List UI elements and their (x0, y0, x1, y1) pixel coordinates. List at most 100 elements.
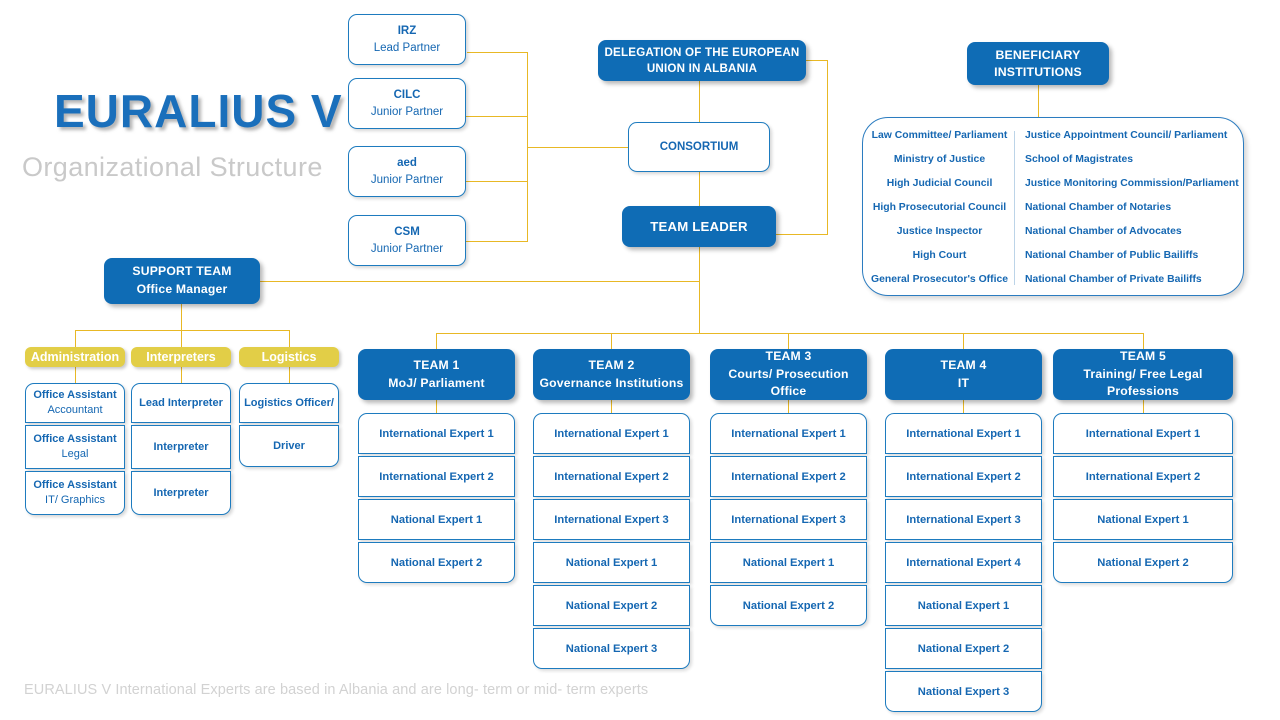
team-leader-box[interactable]: TEAM LEADER (622, 206, 776, 247)
beneficiary-institutions-header[interactable]: BENEFICIARY INSTITUTIONS (967, 42, 1109, 85)
team-header-1[interactable]: TEAM 1 MoJ/ Parliament (358, 349, 515, 400)
support-member[interactable]: Lead Interpreter (131, 383, 231, 423)
partner-box-csm[interactable]: CSM Junior Partner (348, 215, 466, 266)
team-member-row[interactable]: International Expert 3 (533, 499, 690, 540)
connector-team-bus (436, 333, 1143, 334)
connector-team-drop-4 (963, 333, 964, 349)
team-member-row[interactable]: National Expert 2 (1053, 542, 1233, 583)
member-line-1: Driver (273, 439, 305, 452)
team-member-row[interactable]: National Expert 3 (885, 671, 1042, 712)
beneficiary-item: High Prosecutorial Council (872, 201, 1007, 213)
team-member-row[interactable]: National Expert 2 (358, 542, 515, 583)
partner-role: Junior Partner (370, 242, 444, 255)
team-member-row[interactable]: National Expert 1 (710, 542, 867, 583)
support-member[interactable]: Office Assistant Legal (25, 425, 125, 469)
support-group-logistics-tag[interactable]: Logistics (239, 347, 339, 367)
support-group-administration-list: Office Assistant Accountant Office Assis… (25, 383, 125, 515)
team-member-row[interactable]: National Expert 1 (533, 542, 690, 583)
connector-leader-right (776, 234, 828, 235)
team-member-row[interactable]: International Expert 4 (885, 542, 1042, 583)
team-members-1: International Expert 1 International Exp… (358, 413, 515, 583)
connector-team-drop-1 (436, 333, 437, 349)
team-member-row[interactable]: International Expert 2 (710, 456, 867, 497)
support-group-interpreters-tag[interactable]: Interpreters (131, 347, 231, 367)
support-member[interactable]: Interpreter (131, 425, 231, 469)
support-team-line-2: Office Manager (136, 282, 228, 296)
support-member[interactable]: Office Assistant Accountant (25, 383, 125, 423)
support-member[interactable]: Logistics Officer/ (239, 383, 339, 423)
beneficiary-item: National Chamber of Notaries (1025, 201, 1172, 213)
beneficiary-institutions-panel: Law Committee/ Parliament Ministry of Ju… (862, 117, 1244, 296)
team-member-row[interactable]: National Expert 1 (1053, 499, 1233, 540)
support-group-logistics-list: Logistics Officer/ Driver (239, 383, 339, 467)
team-member-row[interactable]: National Expert 2 (533, 585, 690, 626)
team-member-row[interactable]: National Expert 1 (358, 499, 515, 540)
support-member[interactable]: Office Assistant IT/ Graphics (25, 471, 125, 515)
team-member-row[interactable]: International Expert 2 (358, 456, 515, 497)
team-members-3: International Expert 1 International Exp… (710, 413, 867, 626)
team-member-row[interactable]: International Expert 1 (885, 413, 1042, 454)
page-subtitle: Organizational Structure (22, 152, 323, 182)
team-header-5[interactable]: TEAM 5 Training/ Free Legal Professions (1053, 349, 1233, 400)
team-members-2: International Expert 1 International Exp… (533, 413, 690, 669)
connector-consortium-to-leader (699, 172, 700, 206)
beneficiary-item: High Court (912, 249, 967, 261)
connector-team-drop-5 (1143, 333, 1144, 349)
beneficiary-right-column: Justice Appointment Council/ Parliament … (1015, 130, 1239, 285)
connector-team-drop-2 (611, 333, 612, 349)
connector-admin-to-members (75, 367, 76, 383)
connector-support-to-leader (260, 281, 700, 282)
support-group-administration-tag[interactable]: Administration (25, 347, 125, 367)
team-title-line-2: MoJ/ Parliament (388, 375, 485, 390)
beneficiary-item: General Prosecutor's Office (871, 273, 1009, 285)
partner-role: Junior Partner (370, 173, 444, 186)
team-member-row[interactable]: International Expert 2 (1053, 456, 1233, 497)
team-member-row[interactable]: International Expert 1 (710, 413, 867, 454)
team-title-line-1: TEAM 2 (588, 357, 635, 372)
beneficiary-item: National Chamber of Private Bailiffs (1025, 273, 1202, 285)
connector-partner-cilc (465, 116, 528, 117)
partner-box-irz[interactable]: IRZ Lead Partner (348, 14, 466, 65)
member-line-2: Legal (61, 448, 89, 460)
team-member-row[interactable]: National Expert 2 (710, 585, 867, 626)
member-line-2: Accountant (47, 404, 103, 416)
team-header-4[interactable]: TEAM 4 IT (885, 349, 1042, 400)
member-line-1: Lead Interpreter (139, 396, 223, 409)
beneficiary-line-1: BENEFICIARY (995, 47, 1081, 62)
team-member-row[interactable]: International Expert 2 (885, 456, 1042, 497)
partner-name: CILC (393, 88, 421, 101)
support-member[interactable]: Driver (239, 425, 339, 467)
consortium-label: CONSORTIUM (659, 141, 739, 153)
partner-box-aed[interactable]: aed Junior Partner (348, 146, 466, 197)
team-header-3[interactable]: TEAM 3 Courts/ Prosecution Office (710, 349, 867, 400)
team-member-row[interactable]: International Expert 3 (710, 499, 867, 540)
delegation-eu-albania-box[interactable]: DELEGATION OF THE EUROPEAN UNION IN ALBA… (598, 40, 806, 81)
member-line-1: Office Assistant (33, 479, 117, 492)
team-member-row[interactable]: National Expert 3 (533, 628, 690, 669)
beneficiary-item: School of Magistrates (1025, 153, 1133, 165)
team-member-row[interactable]: International Expert 3 (885, 499, 1042, 540)
team-member-row[interactable]: International Expert 1 (1053, 413, 1233, 454)
team-member-row[interactable]: National Expert 1 (885, 585, 1042, 626)
member-line-2: IT/ Graphics (45, 494, 105, 506)
connector-support-down (181, 304, 182, 330)
team-title-line-1: TEAM 4 (940, 357, 987, 372)
support-member[interactable]: Interpreter (131, 471, 231, 515)
connector-logistics-to-members (289, 367, 290, 383)
connector-delegation-right (806, 60, 828, 61)
team-member-row[interactable]: International Expert 1 (533, 413, 690, 454)
team-title-line-1: TEAM 1 (413, 357, 460, 372)
support-group-label: Interpreters (146, 350, 216, 364)
team-member-row[interactable]: National Expert 2 (885, 628, 1042, 669)
connector-partner-irz (467, 52, 528, 53)
team-member-row[interactable]: International Expert 1 (358, 413, 515, 454)
support-team-box[interactable]: SUPPORT TEAM Office Manager (104, 258, 260, 304)
team-member-row[interactable]: International Expert 2 (533, 456, 690, 497)
team-header-2[interactable]: TEAM 2 Governance Institutions (533, 349, 690, 400)
member-line-1: Logistics Officer/ (244, 396, 334, 409)
connector-team2-head-to-members (611, 400, 612, 413)
member-line-1: Interpreter (153, 440, 209, 453)
consortium-box[interactable]: CONSORTIUM (628, 122, 770, 172)
partner-box-cilc[interactable]: CILC Junior Partner (348, 78, 466, 129)
